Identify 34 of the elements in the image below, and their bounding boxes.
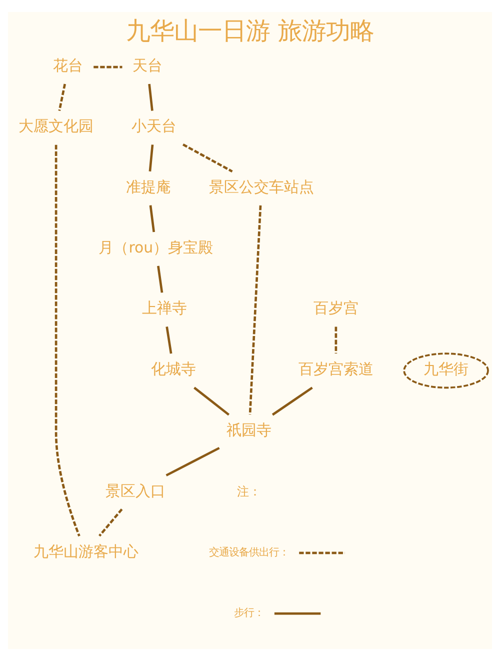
legend-label: 交通设备供出行： (209, 546, 290, 559)
connector (148, 84, 154, 111)
connector (248, 205, 262, 415)
node-text: 化城寺 (151, 360, 196, 378)
node-text: 花台 (53, 56, 84, 75)
connector (98, 508, 123, 537)
diagram-title: 九华山一日游 旅游功略 (126, 16, 374, 45)
connector (272, 386, 313, 416)
node-text: 百岁宫索道 (298, 360, 374, 378)
node-text: 祇园寺 (226, 421, 272, 440)
label: 注： (237, 484, 262, 498)
connector (334, 326, 338, 354)
node-text: 大愿文化园 (18, 117, 94, 136)
connector (157, 266, 164, 293)
node-text: 景区公交车站点 (208, 178, 314, 196)
node-text: 九华山游客中心 (33, 542, 138, 560)
node-text: 小天台 (132, 117, 177, 136)
legend-label: 步行： (234, 607, 264, 620)
connector (166, 326, 172, 354)
connector (149, 205, 156, 232)
node-text: 天台 (132, 56, 162, 75)
node-text: 月（rou）身宝殿 (98, 238, 214, 257)
node-text: 景区入口 (105, 482, 166, 500)
node-text: 百岁宫 (313, 299, 358, 318)
connector (182, 144, 233, 172)
connector (94, 66, 122, 68)
connector (54, 144, 80, 536)
connector (166, 446, 220, 476)
node-ellipse: 九华街 (403, 352, 489, 389)
connector (194, 386, 230, 416)
connector (58, 84, 66, 111)
node-text: 上禅寺 (142, 299, 187, 318)
node-text: 准提庵 (126, 178, 171, 196)
connector (148, 144, 154, 172)
